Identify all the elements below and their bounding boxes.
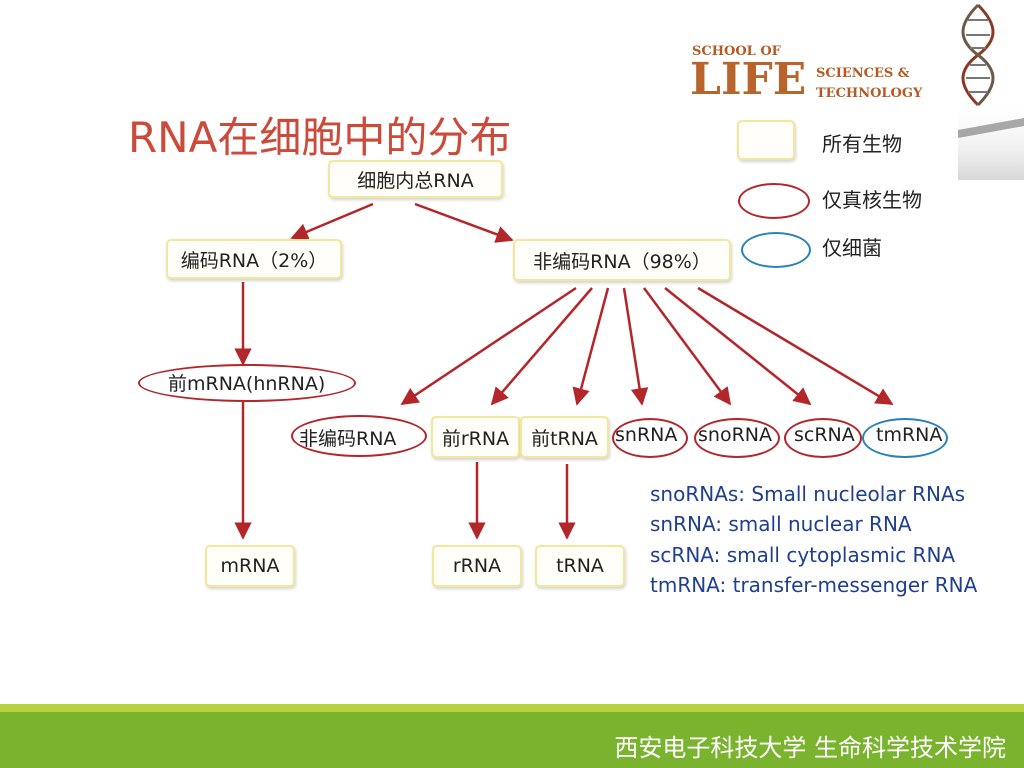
node-scrna: scRNA <box>794 424 855 446</box>
arrow-noncoding-to-pre-rrna <box>490 287 593 406</box>
node-pre-rrna: 前rRNA <box>431 416 520 458</box>
dna-helix-icon <box>958 3 1024 180</box>
snorna-ellipse <box>694 418 780 458</box>
arrow-total-to-coding <box>290 202 374 240</box>
node-coding-rna: 编码RNA（2%） <box>166 239 342 279</box>
node-noncoding-rna: 非编码RNA（98%） <box>513 239 731 281</box>
footer-bar <box>0 712 1024 768</box>
node-rrna: rRNA <box>432 545 522 587</box>
abbreviation-1: snoRNAs: Small nucleolar RNAs <box>650 482 966 506</box>
nc-rna-ellipse <box>291 415 427 457</box>
abbreviation-3: scRNA: small cytoplasmic RNA <box>650 543 956 567</box>
node-tmrna: tmRNA <box>876 424 943 446</box>
legend-eukaryote-ellipse <box>738 183 810 219</box>
logo-line1: SCHOOL OF <box>692 44 781 59</box>
arrow-noncoding-to-tmrna <box>697 286 894 406</box>
scrna-ellipse <box>784 418 862 458</box>
footer-text: 西安电子科技大学 生命科学技术学院 <box>614 734 1006 762</box>
legend-eukaryote-label: 仅真核生物 <box>822 188 922 212</box>
node-snrna: snRNA <box>615 424 678 446</box>
node-mrna: mRNA <box>205 545 295 587</box>
abbreviation-2: snRNA: small nuclear RNA <box>650 512 912 536</box>
arrow-total-to-noncoding <box>414 202 514 243</box>
node-pre-trna: 前tRNA <box>520 416 609 458</box>
node-trna: tRNA <box>535 545 625 587</box>
legend-bacteria-ellipse <box>741 232 811 268</box>
arrow-noncoding-to-snorna <box>642 287 732 406</box>
logo-line2: SCIENCES & <box>816 66 910 81</box>
logo-big: LIFE <box>690 54 807 105</box>
snrna-ellipse <box>612 418 688 458</box>
node-pre-mrna: 前mRNA(hnRNA) <box>168 373 326 395</box>
legend-all-label: 所有生物 <box>822 132 902 156</box>
diagram-arrows <box>234 202 894 540</box>
arrow-noncoding-to-scrna <box>664 287 812 406</box>
node-nc-rna: 非编码RNA <box>299 428 397 450</box>
page-title: RNA在细胞中的分布 <box>128 113 512 162</box>
tmrna-ellipse <box>862 418 948 458</box>
abbreviation-4: tmRNA: transfer-messenger RNA <box>650 573 978 597</box>
legend-all-box <box>737 120 795 160</box>
node-total-rna: 细胞内总RNA <box>328 160 503 198</box>
arrow-noncoding-to-snrna <box>622 287 649 406</box>
arrow-noncoding-to-pre-trna <box>572 287 610 406</box>
footer-accent-bar <box>0 704 1024 712</box>
arrow-noncoding-to-nc-rna <box>400 286 577 406</box>
logo-line3: TECHNOLOGY <box>816 86 923 101</box>
legend-bacteria-label: 仅细菌 <box>822 236 882 260</box>
node-snorna: snoRNA <box>698 424 772 446</box>
pre-mrna-ellipse <box>138 364 356 402</box>
